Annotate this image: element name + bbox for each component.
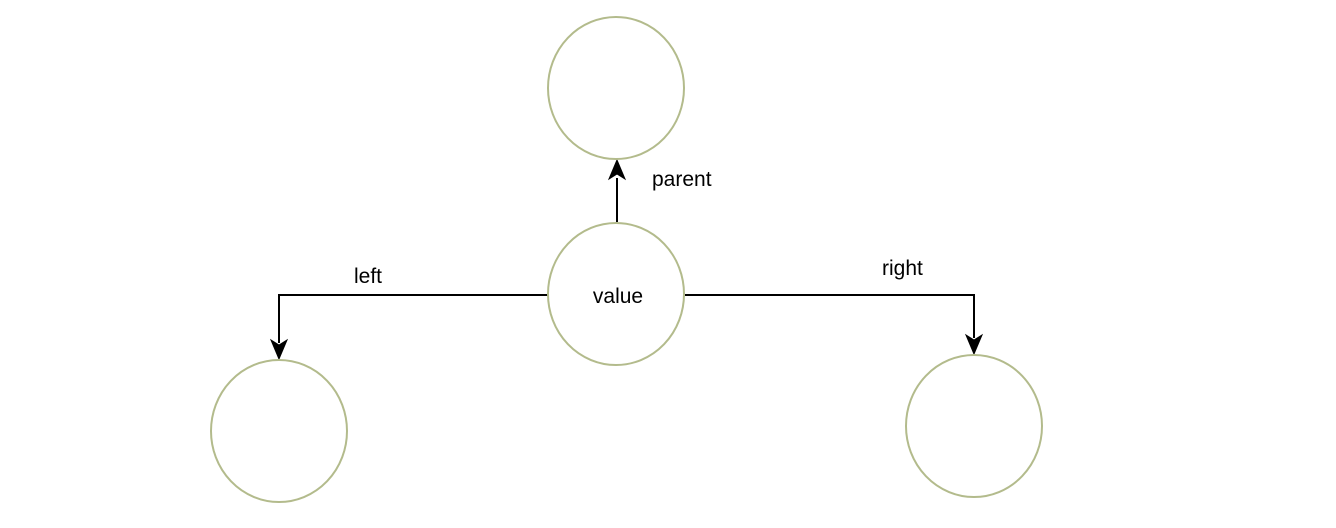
edge-parent-arrowhead [607,158,627,181]
edge-right [685,294,975,338]
node-parent [547,16,685,160]
edge-parent-label: parent [652,168,712,191]
node-right [905,354,1043,498]
edge-left [278,294,548,343]
edge-right-label: right [882,257,923,280]
edge-left-arrowhead [269,338,289,361]
edge-left-label: left [354,265,382,288]
node-current-label: value [593,285,643,308]
edge-right-arrowhead [964,333,984,356]
node-left [210,359,348,503]
node-current [547,222,685,366]
